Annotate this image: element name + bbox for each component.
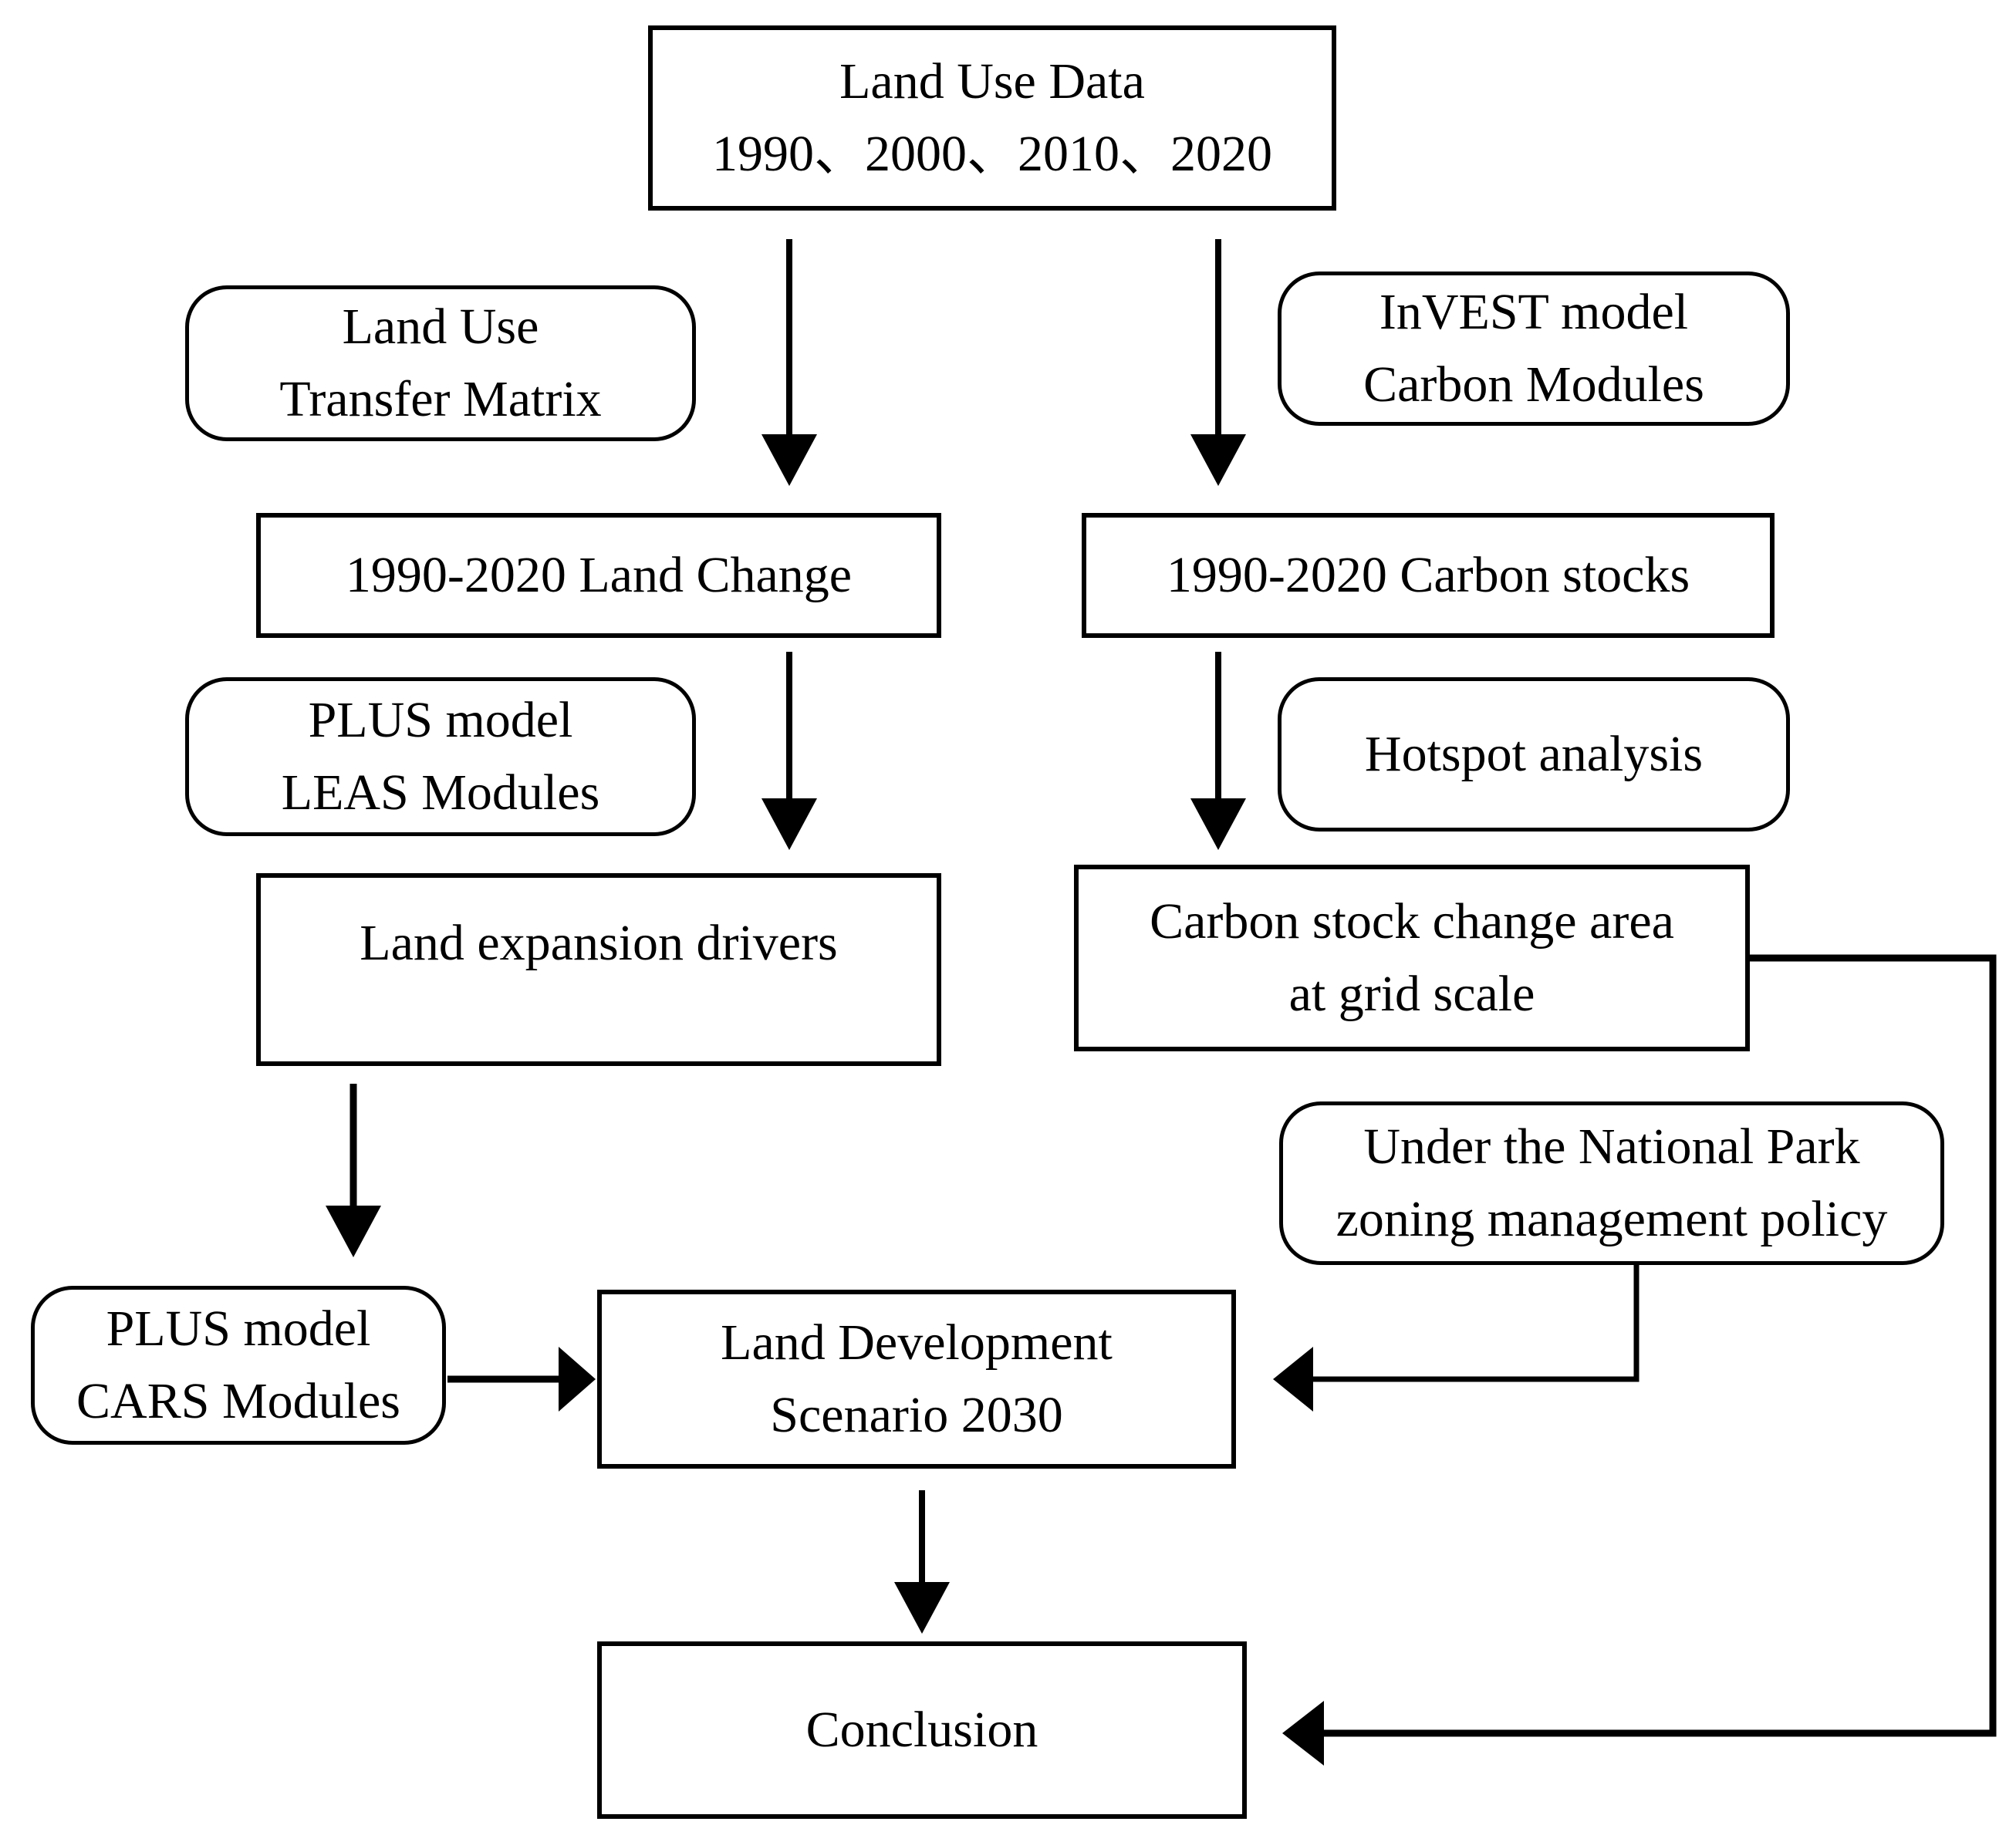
arrow-carbon-stocks-to-carbon-change-area xyxy=(1190,652,1246,850)
arrow-land-use-data-to-carbon-stocks xyxy=(1190,239,1246,486)
node-policy: Under the National Park zoning managemen… xyxy=(1279,1101,1944,1265)
node-carbon-change-area: Carbon stock change area at grid scale xyxy=(1074,865,1750,1051)
node-carbon-change-area-line1: Carbon stock change area xyxy=(1150,893,1674,950)
node-land-change: 1990-2020 Land Change xyxy=(256,513,941,638)
node-policy-line2: zoning management policy xyxy=(1336,1191,1888,1247)
node-invest-model-line1: InVEST model xyxy=(1379,284,1689,341)
arrow-land-use-data-to-land-change xyxy=(761,239,817,486)
arrow-policy-to-land-dev xyxy=(1273,1263,1639,1412)
node-carbon-stocks: 1990-2020 Carbon stocks xyxy=(1082,513,1775,638)
node-plus-leas: PLUS model LEAS Modules xyxy=(185,677,696,836)
node-conclusion: Conclusion xyxy=(597,1641,1247,1819)
node-land-use-data-line2: 1990、2000、2010、2020 xyxy=(712,126,1272,182)
node-plus-cars-line1: PLUS model xyxy=(106,1300,371,1358)
node-conclusion-line1: Conclusion xyxy=(805,1702,1038,1759)
node-plus-leas-line2: LEAS Modules xyxy=(281,764,600,821)
node-land-expansion: Land expansion drivers xyxy=(256,873,941,1066)
node-land-use-data-line1: Land Use Data xyxy=(839,53,1145,110)
arrow-land-dev-to-conclusion xyxy=(894,1490,950,1634)
node-transfer-matrix: Land Use Transfer Matrix xyxy=(185,285,696,441)
node-land-dev-line2: Scenario 2030 xyxy=(770,1387,1063,1443)
node-invest-model: InVEST model Carbon Modules xyxy=(1278,272,1790,426)
node-carbon-stocks-line1: 1990-2020 Carbon stocks xyxy=(1166,547,1690,604)
node-policy-line1: Under the National Park xyxy=(1363,1118,1860,1176)
node-plus-cars: PLUS model CARS Modules xyxy=(31,1286,446,1445)
node-land-expansion-line1: Land expansion drivers xyxy=(360,915,838,971)
arrow-carbon-change-area-to-conclusion xyxy=(1282,954,1997,1766)
node-land-use-data: Land Use Data 1990、2000、2010、2020 xyxy=(648,25,1336,211)
node-invest-model-line2: Carbon Modules xyxy=(1363,356,1704,413)
node-transfer-matrix-line2: Transfer Matrix xyxy=(279,371,602,427)
node-transfer-matrix-line1: Land Use xyxy=(342,299,539,356)
node-plus-cars-line2: CARS Modules xyxy=(76,1373,400,1429)
node-carbon-change-area-line2: at grid scale xyxy=(1288,966,1535,1022)
node-plus-leas-line1: PLUS model xyxy=(308,692,573,749)
node-hotspot: Hotspot analysis xyxy=(1278,677,1790,832)
node-land-dev-line1: Land Development xyxy=(721,1314,1113,1371)
arrow-land-change-to-land-expansion xyxy=(761,652,817,850)
arrow-plus-cars-to-land-dev xyxy=(447,1347,596,1412)
node-land-change-line1: 1990-2020 Land Change xyxy=(345,547,853,604)
node-hotspot-line1: Hotspot analysis xyxy=(1364,726,1704,783)
arrow-land-expansion-to-plus-cars xyxy=(326,1084,381,1257)
node-land-dev: Land Development Scenario 2030 xyxy=(597,1290,1236,1469)
